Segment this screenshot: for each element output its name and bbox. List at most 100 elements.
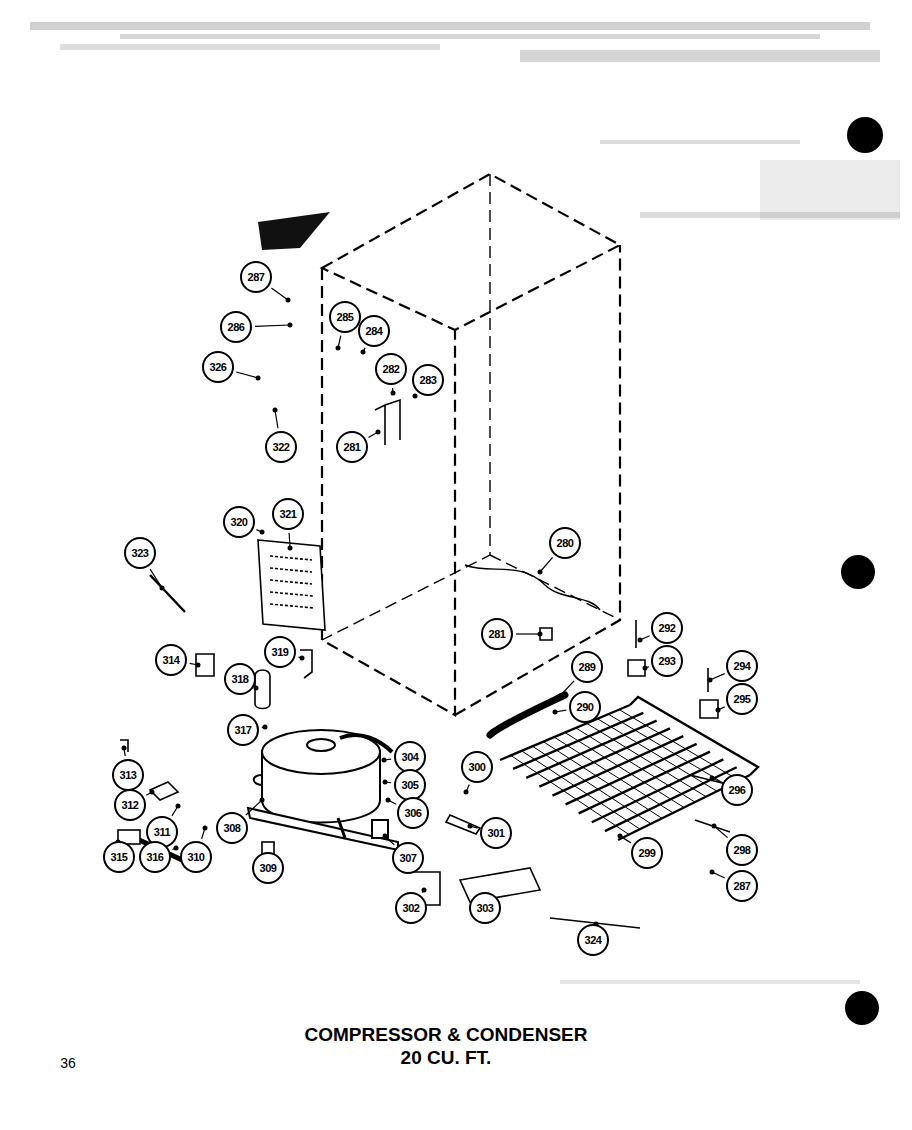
- callout-circle: 303: [469, 892, 501, 924]
- callout-number: 320: [230, 516, 247, 528]
- callout-circle: 280: [549, 527, 581, 559]
- callout-circle: 296: [721, 774, 753, 806]
- part-dot: [643, 666, 648, 671]
- leader-line: [560, 681, 574, 696]
- part-dot: [422, 888, 427, 893]
- callout-number: 305: [401, 779, 418, 791]
- leader-line: [516, 633, 540, 634]
- callout-circle: 314: [155, 644, 187, 676]
- part-dot: [260, 530, 265, 535]
- compressor: [248, 730, 398, 850]
- callout-circle: 293: [651, 645, 683, 677]
- part-dot: [708, 678, 713, 683]
- part-dot: [273, 408, 278, 413]
- callout-number: 324: [584, 934, 601, 946]
- callout-number: 321: [279, 508, 296, 520]
- callout-number: 312: [121, 799, 138, 811]
- callout-number: 301: [487, 827, 504, 839]
- part-dot: [391, 391, 396, 396]
- callout-circle: 282: [375, 353, 407, 385]
- part-dot: [361, 350, 366, 355]
- callout-circle: 310: [180, 841, 212, 873]
- part-dots: [116, 298, 721, 927]
- callout-number: 296: [728, 784, 745, 796]
- callout-number: 306: [404, 807, 421, 819]
- part-dot: [288, 546, 293, 551]
- part-dot: [300, 656, 305, 661]
- small-parts: [118, 400, 730, 928]
- callout-number: 308: [223, 822, 240, 834]
- leader-line: [271, 288, 288, 300]
- callout-circle: 302: [395, 892, 427, 924]
- callout-number: 315: [110, 851, 127, 863]
- part-dot: [263, 725, 268, 730]
- page-number: 36: [60, 1055, 76, 1071]
- callout-circle: 281: [481, 618, 513, 650]
- part-dot: [383, 834, 388, 839]
- callout-circle: 283: [412, 364, 444, 396]
- condenser-coil: [500, 697, 758, 840]
- callout-circle: 312: [114, 789, 146, 821]
- part-dot: [160, 586, 165, 591]
- callout-number: 311: [154, 826, 171, 838]
- part-dot: [464, 790, 469, 795]
- callout-number: 307: [399, 852, 416, 864]
- callout-circle: 319: [264, 636, 296, 668]
- callout-circle: 313: [112, 759, 144, 791]
- callout-number: 292: [658, 622, 675, 634]
- part-dot: [150, 790, 155, 795]
- leader-line: [714, 826, 728, 838]
- part-dot: [336, 346, 341, 351]
- part-dot: [260, 798, 265, 803]
- callout-circle: 289: [571, 651, 603, 683]
- callout-number: 282: [382, 363, 399, 375]
- callout-circle: 292: [651, 612, 683, 644]
- callout-number: 287: [247, 271, 264, 283]
- callout-number: 318: [231, 673, 248, 685]
- callout-number: 326: [209, 361, 226, 373]
- leader-lines: [124, 288, 728, 893]
- cabinet-outline: [322, 174, 620, 715]
- part-dot: [383, 780, 388, 785]
- callout-circle: 294: [726, 650, 758, 682]
- callout-number: 323: [131, 547, 148, 559]
- callout-circle: 286: [220, 311, 252, 343]
- callout-number: 280: [556, 537, 573, 549]
- part-dot: [538, 632, 543, 637]
- callout-number: 290: [576, 701, 593, 713]
- part-dot: [468, 824, 473, 829]
- part-dot: [386, 798, 391, 803]
- callout-number: 286: [227, 321, 244, 333]
- callout-number: 283: [419, 374, 436, 386]
- callout-number: 302: [402, 902, 419, 914]
- callout-circle: 317: [227, 714, 259, 746]
- callout-number: 317: [234, 724, 251, 736]
- callout-number: 293: [658, 655, 675, 667]
- part-dot: [382, 758, 387, 763]
- callout-number: 304: [401, 751, 418, 763]
- part-dot: [122, 746, 127, 751]
- part-dot: [288, 323, 293, 328]
- part-dot: [618, 834, 623, 839]
- callout-circle: 295: [726, 683, 758, 715]
- callout-number: 322: [272, 441, 289, 453]
- callout-circle: 318: [224, 663, 256, 695]
- part-dot: [413, 394, 418, 399]
- callout-number: 303: [476, 902, 493, 914]
- callout-circle: 326: [202, 351, 234, 383]
- callout-circle: 298: [726, 834, 758, 866]
- part-dot: [196, 663, 201, 668]
- leader-line: [275, 410, 278, 428]
- part-dot: [174, 846, 179, 851]
- part-dot: [558, 694, 563, 699]
- part-dot: [716, 708, 721, 713]
- callout-number: 294: [733, 660, 750, 672]
- callout-number: 300: [468, 761, 485, 773]
- callout-number: 281: [343, 441, 360, 453]
- part-dot: [710, 776, 715, 781]
- callout-number: 309: [259, 862, 276, 874]
- callout-circle: 307: [392, 842, 424, 874]
- part-dot: [256, 376, 261, 381]
- callout-circle: 323: [124, 537, 156, 569]
- scan-noise: [30, 22, 900, 984]
